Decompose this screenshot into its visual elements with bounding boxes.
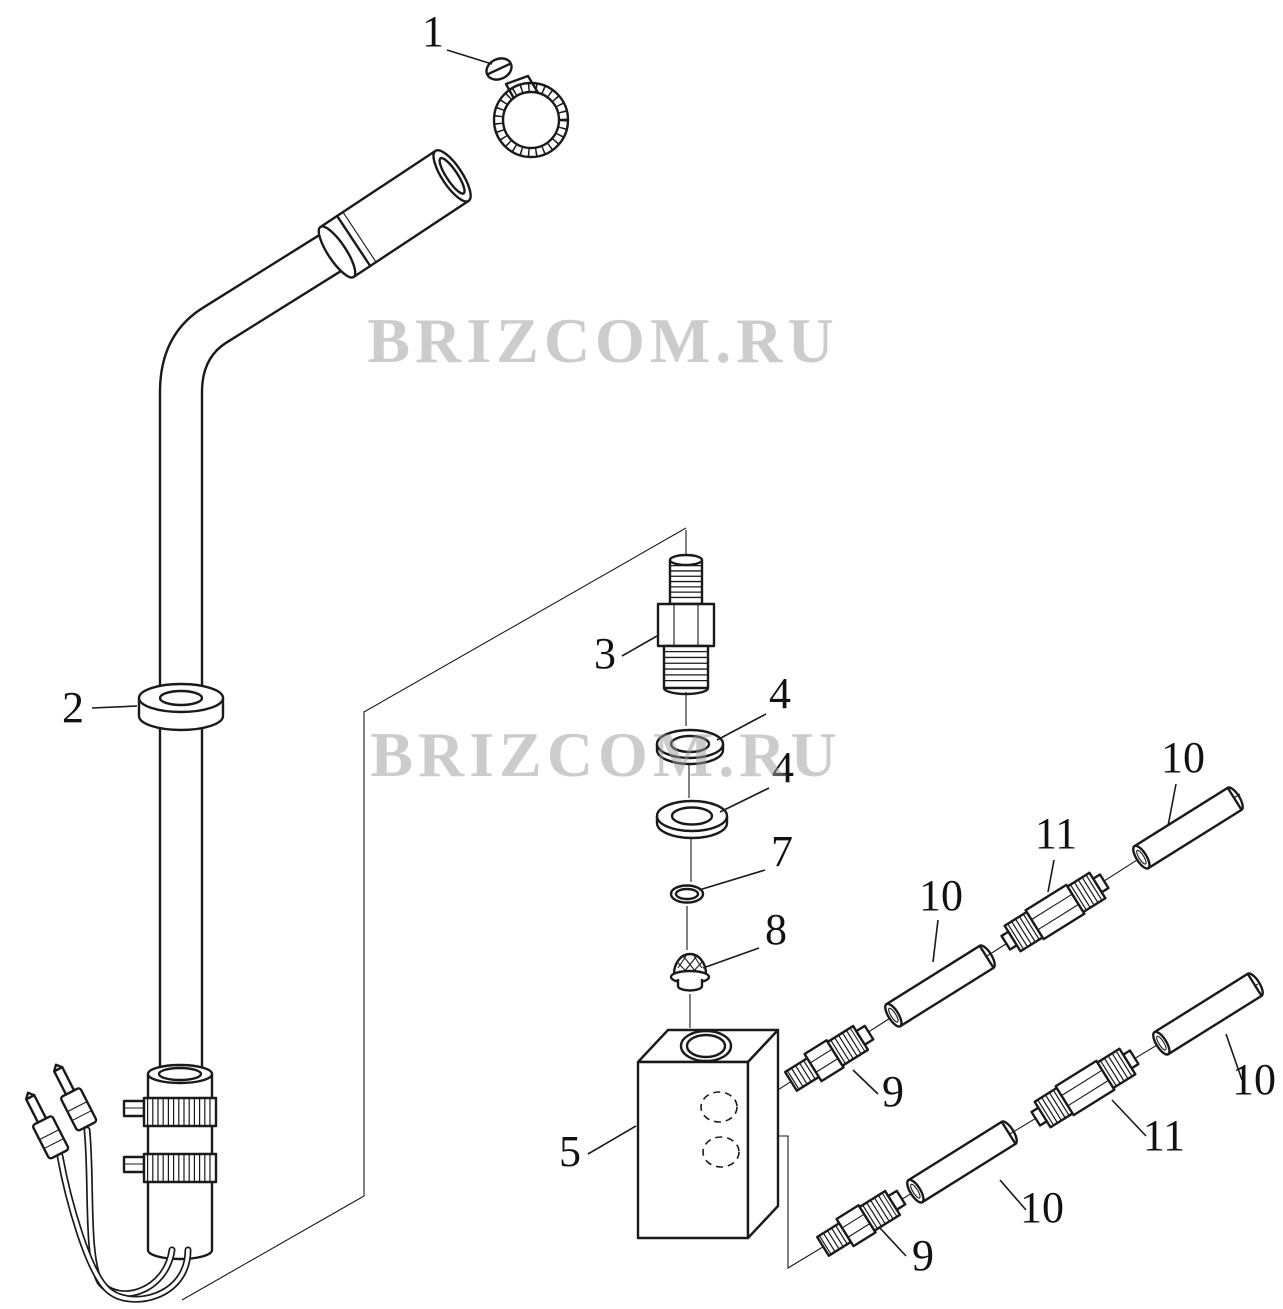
watermark-text-middle: BRIZCOM.RU bbox=[370, 719, 841, 790]
screw-fitting bbox=[783, 1019, 878, 1095]
union-connector bbox=[997, 867, 1113, 957]
pipe-ring bbox=[137, 682, 225, 732]
pipe-bottom-sleeve bbox=[122, 1063, 218, 1261]
callout-labels: 1 2 3 4 4 7 8 5 9 9 10 10 10 10 11 11 bbox=[62, 7, 1276, 1280]
hose-piece bbox=[881, 941, 999, 1031]
callout-11a: 11 bbox=[1035, 809, 1077, 858]
nipple-fitting bbox=[656, 553, 716, 696]
callout-10a: 10 bbox=[919, 871, 963, 920]
callout-10c: 10 bbox=[1232, 1055, 1276, 1104]
manifold-block bbox=[636, 1028, 780, 1240]
hose-piece bbox=[1149, 969, 1267, 1059]
o-ring bbox=[669, 884, 705, 904]
callout-10b: 10 bbox=[1161, 733, 1205, 782]
callout-3: 3 bbox=[594, 629, 616, 678]
washer-upper bbox=[655, 728, 725, 766]
callout-9a: 9 bbox=[882, 1067, 904, 1116]
screw-fitting bbox=[815, 1184, 910, 1260]
callout-1: 1 bbox=[422, 7, 444, 56]
watermark-text-top: BRIZCOM.RU bbox=[367, 305, 838, 376]
callout-8: 8 bbox=[765, 905, 787, 954]
callout-5: 5 bbox=[559, 1127, 581, 1176]
union-connector bbox=[1027, 1043, 1143, 1133]
callout-9b: 9 bbox=[912, 1231, 934, 1280]
electrode-wires bbox=[16, 1058, 192, 1303]
washer-lower bbox=[655, 799, 729, 840]
hose-piece bbox=[903, 1117, 1021, 1207]
callout-4a: 4 bbox=[769, 669, 791, 718]
pipe-top-sleeve bbox=[317, 149, 472, 279]
callout-7: 7 bbox=[771, 827, 793, 876]
lance-pipe bbox=[16, 149, 472, 1303]
callout-11b: 11 bbox=[1143, 1111, 1185, 1160]
callout-10d: 10 bbox=[1020, 1183, 1064, 1232]
callout-4b: 4 bbox=[772, 743, 794, 792]
callout-2: 2 bbox=[62, 683, 84, 732]
filter-plug bbox=[669, 952, 711, 992]
watermarks: BRIZCOM.RU BRIZCOM.RU bbox=[367, 305, 841, 790]
leader-lines bbox=[91, 49, 1243, 1257]
hose-piece bbox=[1129, 783, 1247, 873]
hose-clamp bbox=[485, 57, 570, 159]
